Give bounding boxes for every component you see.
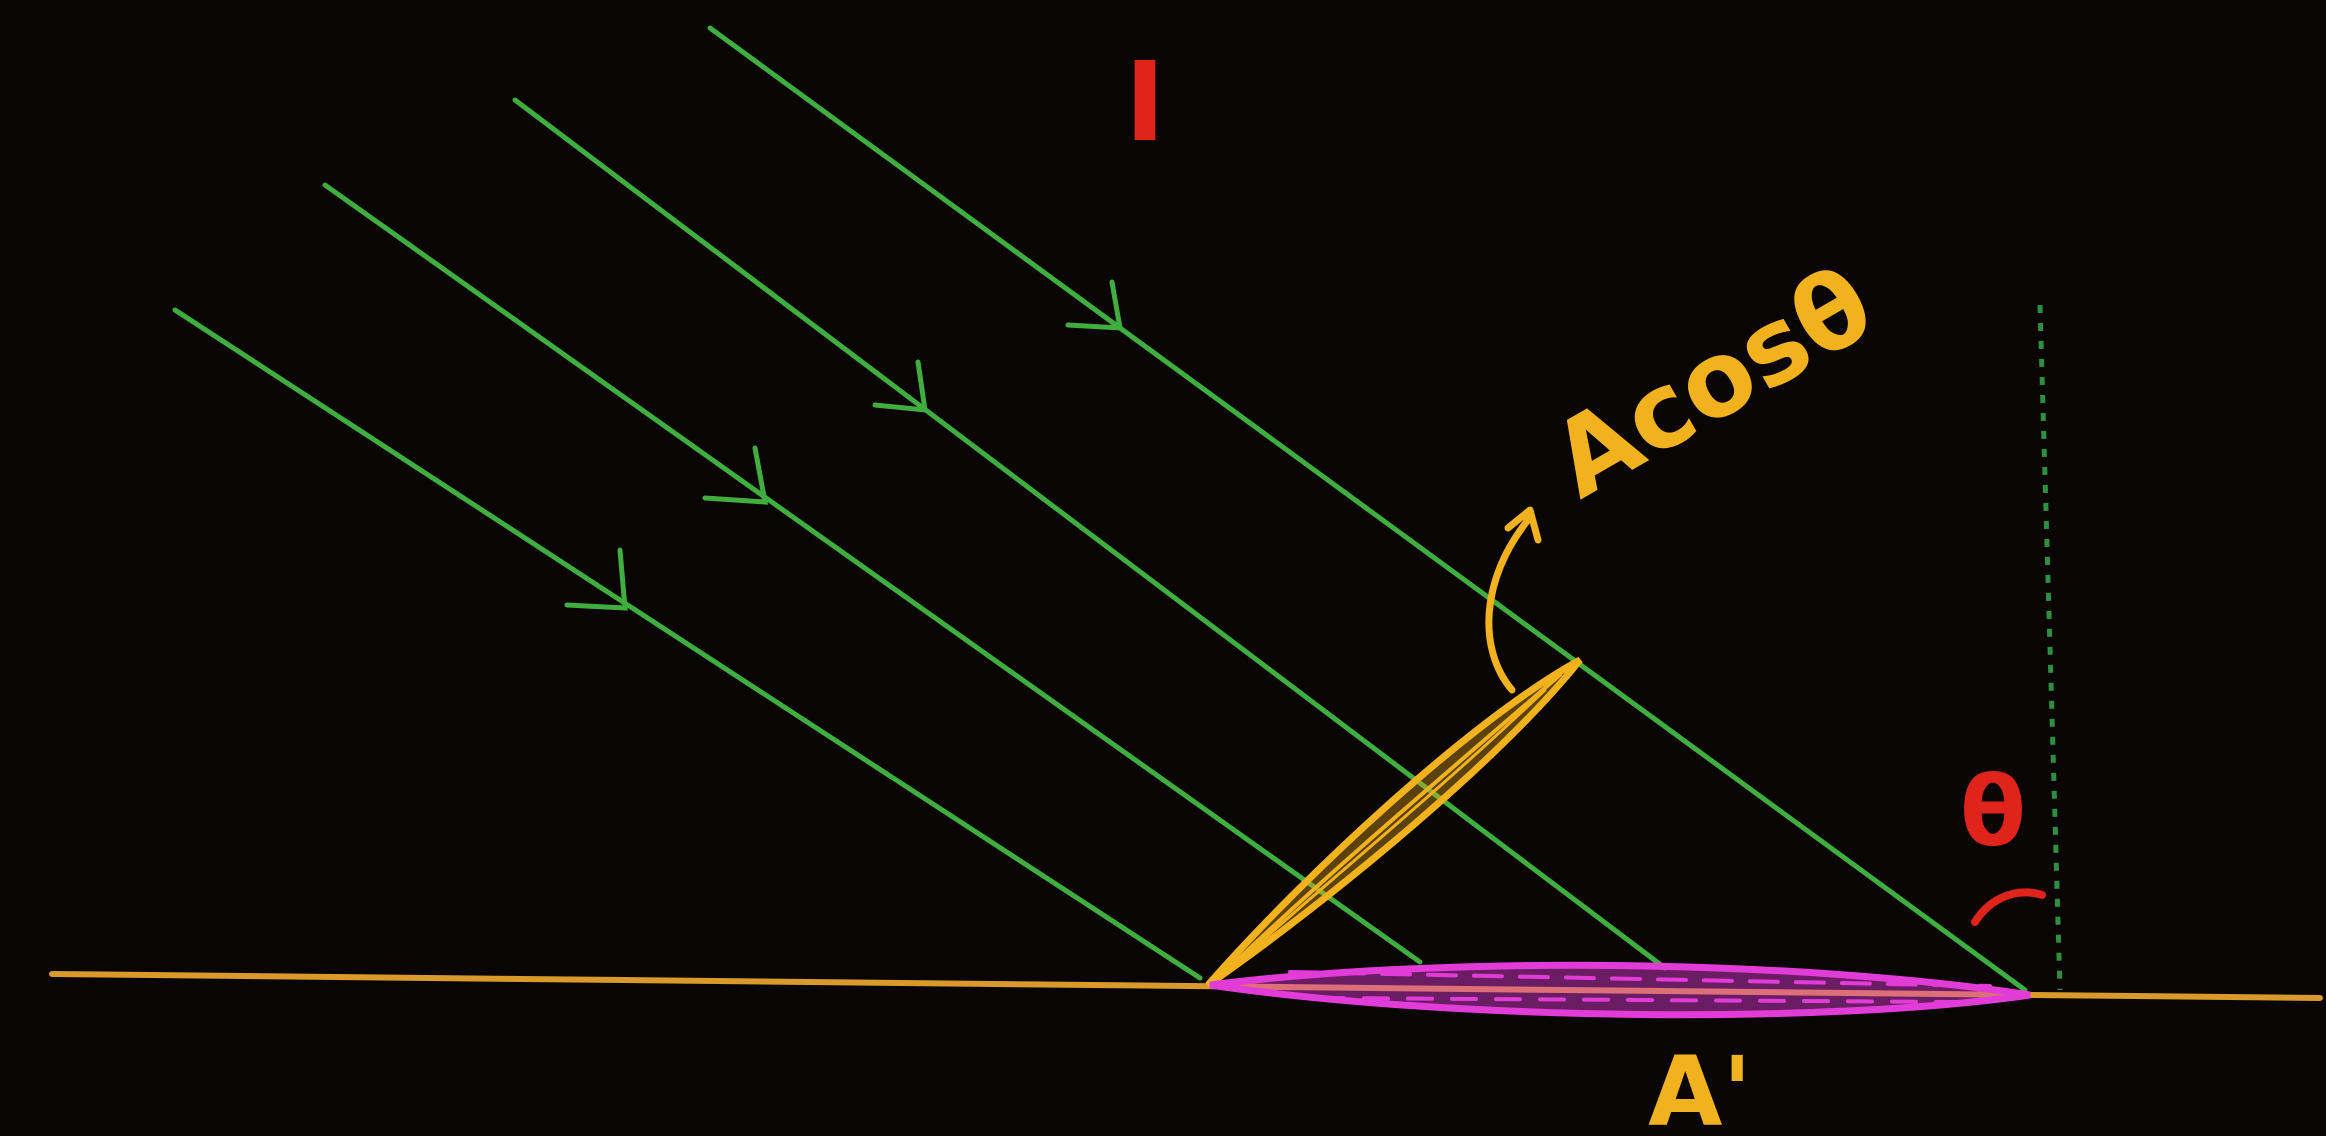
angle-label: θ (1960, 756, 2026, 868)
ray-arrow-icon (872, 359, 928, 413)
tilted-area (1205, 656, 1583, 988)
projected-patch (1209, 961, 2031, 1019)
intensity-label: I (1125, 38, 1166, 166)
ray-4 (707, 25, 2028, 993)
area-prime-label: A' (1648, 1036, 1752, 1136)
ray-2 (322, 182, 1423, 965)
ray-arrow-icon (702, 445, 769, 505)
ray-arrow-icon (564, 547, 628, 611)
normal-line (2037, 304, 2063, 991)
ray-1 (172, 307, 1203, 981)
pointer-arrowhead-icon (1504, 506, 1542, 544)
projected-area-label: Acosθ (1532, 243, 1893, 522)
ray-3 (512, 97, 1668, 971)
angle-arc (1971, 888, 2046, 926)
incident-rays (172, 25, 2028, 993)
ray-arrow-icon (1065, 279, 1124, 331)
pointer-arrow (1485, 506, 1542, 694)
ground-line (49, 971, 2323, 1001)
